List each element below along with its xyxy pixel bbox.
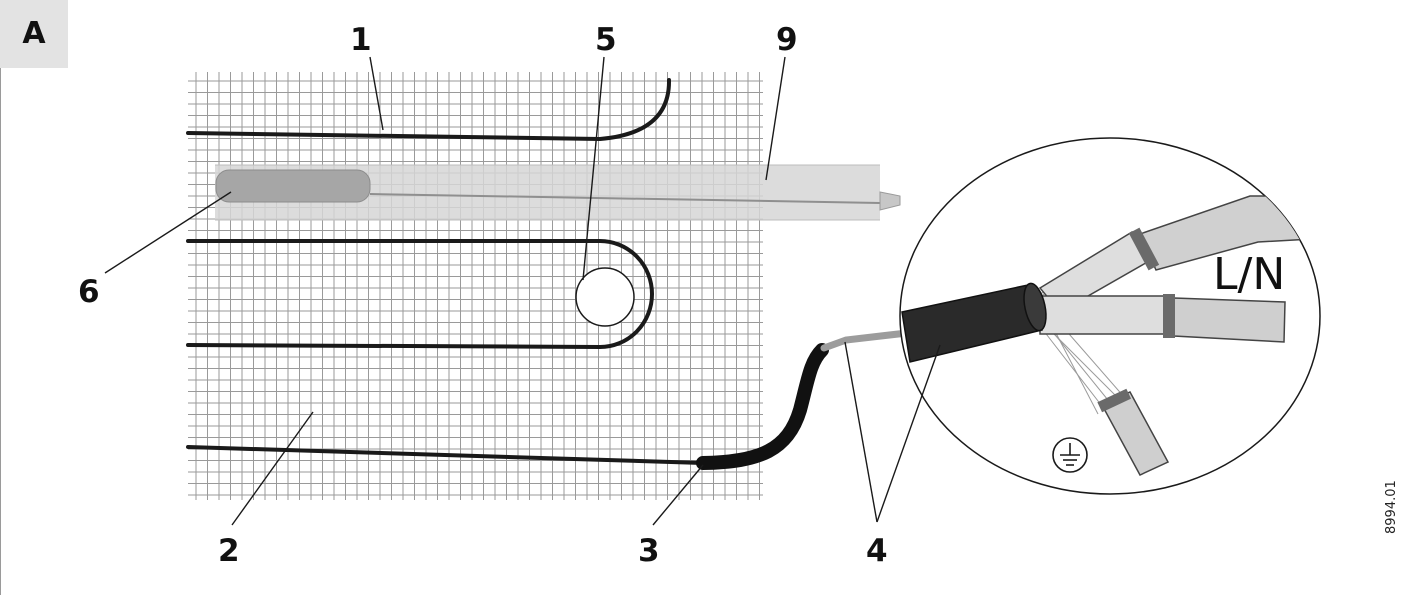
panel-label-box: A: [0, 0, 68, 68]
phase-neutral-label: L/N: [1213, 249, 1285, 300]
protective-earth-icon: [1052, 437, 1088, 473]
panel-label: A: [22, 16, 46, 51]
cable-detail-drawing: [901, 195, 1320, 476]
callout-1: 1: [350, 22, 372, 58]
floor-sensor: [215, 169, 371, 203]
callout-4: 4: [866, 533, 888, 569]
cold-tail-splice: [696, 343, 829, 470]
callout-9: 9: [776, 22, 798, 58]
callout-2: 2: [218, 533, 240, 569]
mesh-mat: [188, 72, 763, 500]
mat-hole: [575, 267, 635, 327]
callout-3: 3: [638, 533, 660, 569]
leader-lines: [104, 56, 941, 526]
heating-wire: [186, 78, 705, 465]
callout-5: 5: [595, 22, 617, 58]
callout-6: 6: [78, 274, 100, 310]
supply-cable: [820, 329, 911, 352]
figure-reference-number: 8994.01: [1384, 480, 1399, 534]
